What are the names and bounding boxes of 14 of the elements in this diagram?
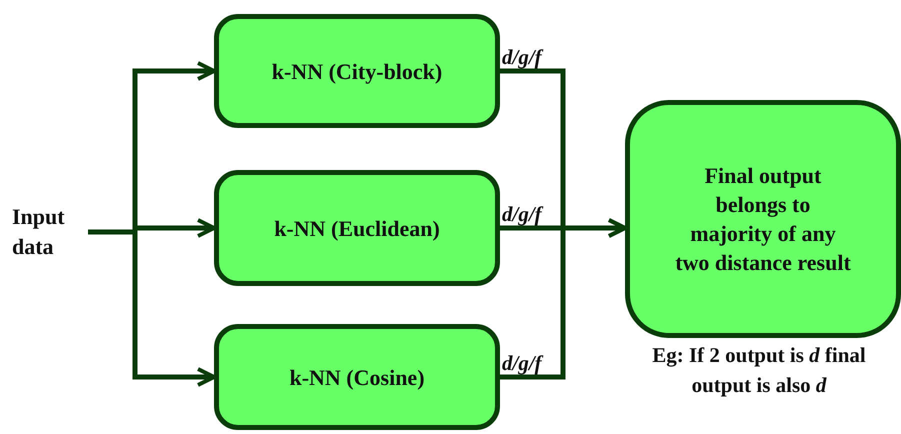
input-label: Input data [12, 203, 66, 261]
box-text: k-NN (Euclidean) [274, 214, 440, 242]
arrow [500, 218, 627, 380]
note-text: Eg: If 2 output is d final output is also d [651, 342, 867, 399]
edge-label: d/g/f [501, 46, 543, 68]
edge-label: d/g/f [501, 203, 543, 225]
process-box [214, 170, 500, 286]
edge-label: d/g/f [501, 352, 543, 374]
process-box [214, 324, 500, 430]
box-text: k-NN (Cosine) [289, 364, 425, 392]
process-box [625, 100, 901, 338]
box-text: Final output belongs to majority of any two distance result [674, 162, 852, 277]
process-box [214, 14, 500, 128]
box-text: k-NN (City-block) [272, 58, 442, 86]
